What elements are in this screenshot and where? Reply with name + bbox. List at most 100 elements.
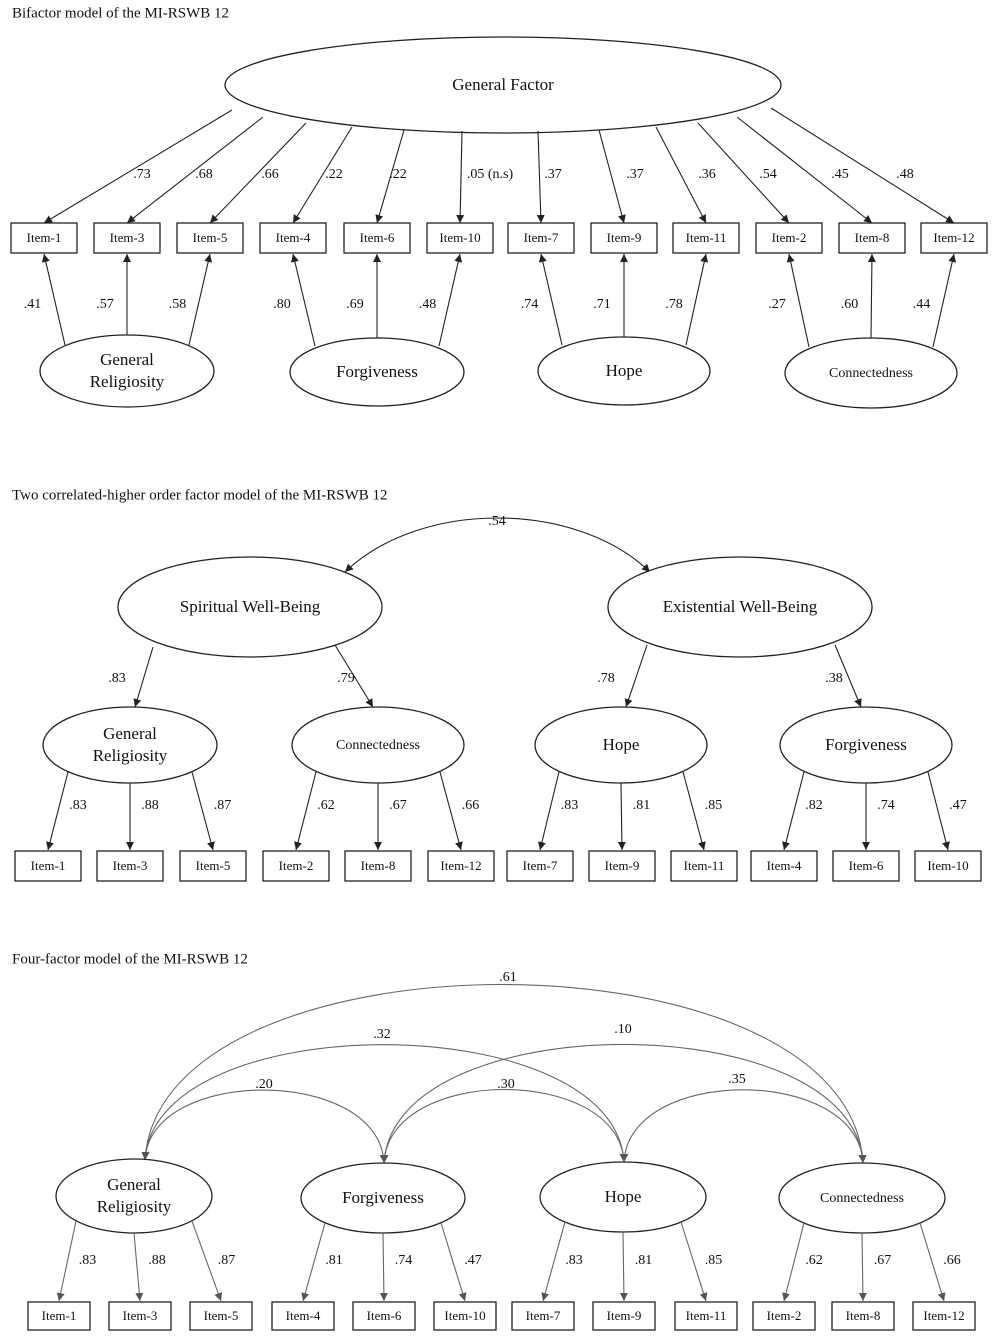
higher-loading-value: .38	[825, 671, 843, 686]
specific-loading-value: .27	[768, 297, 786, 312]
four-factor-item-box-label: Item-8	[846, 1308, 881, 1323]
first-order-loading-value: .67	[389, 798, 407, 813]
higher-order-item-box-label: Item-1	[31, 858, 66, 873]
specific-loading-arrow	[786, 253, 810, 348]
general-loading-value: .22	[325, 167, 343, 182]
factor-correlation-arc	[620, 1089, 867, 1164]
general-loading-value: .22	[389, 167, 407, 182]
general-loading-arrow	[43, 109, 233, 224]
factor-correlation-value: .10	[614, 1022, 632, 1037]
four-factor-item-box-label: Item-7	[526, 1308, 561, 1323]
four-factor-loading-arrow	[56, 1220, 77, 1302]
bifactor-item-box	[176, 222, 244, 254]
specific-loading-arrow	[867, 253, 876, 339]
first-order-loading-value: .82	[805, 798, 823, 813]
four-factor-loading-value: .83	[79, 1253, 97, 1268]
four-factor-item-box	[831, 1301, 895, 1331]
four-factor-item-box	[511, 1301, 575, 1331]
first-order-loading-arrow	[439, 771, 463, 851]
four-factor-item-box-label: Item-10	[444, 1308, 485, 1323]
higher-order-item-box-label: Item-7	[523, 858, 558, 873]
higher-correlation-arc	[344, 517, 651, 573]
four-factor-item-box	[752, 1301, 816, 1331]
higher-loading-arrow	[834, 644, 862, 708]
four-factor-ellipse-label: Religiosity	[97, 1197, 172, 1216]
specific-loading-arrow	[290, 253, 316, 347]
higher-order-item-box	[750, 850, 818, 882]
specific-loading-value: .78	[665, 297, 683, 312]
four-factor-loading-arrow	[541, 1221, 566, 1302]
four-factor-loading-arrow	[782, 1222, 805, 1302]
higher-order-item-box	[96, 850, 164, 882]
factor-correlation-value: .30	[497, 1077, 515, 1092]
specific-loading-value: .57	[96, 297, 114, 312]
higher-order-item-box	[427, 850, 495, 882]
higher-loading-arrow	[133, 646, 154, 708]
specific-loading-value: .80	[273, 297, 291, 312]
bifactor-title: Bifactor model of the MI-RSWB 12	[12, 5, 229, 21]
factor-correlation-arc	[380, 1043, 867, 1164]
general-loading-arrow	[697, 122, 790, 224]
bifactor-item-box-label: Item-8	[855, 230, 890, 245]
factor-correlation-value: .35	[728, 1072, 746, 1087]
first-order-loading-value: .83	[69, 798, 87, 813]
higher-order-item-box-label: Item-9	[605, 858, 640, 873]
general-loading-arrow	[736, 116, 873, 224]
general-loading-value: .54	[759, 167, 777, 182]
four-factor-loading-value: .83	[565, 1253, 583, 1268]
four-factor-loading-value: .81	[325, 1253, 343, 1268]
bifactor-item-box-label: Item-2	[772, 230, 807, 245]
bifactor-item-box-label: Item-3	[110, 230, 145, 245]
first-order-loading-arrow	[782, 771, 805, 851]
four-factor-title: Four-factor model of the MI-RSWB 12	[12, 951, 248, 967]
four-factor-loading-arrow	[301, 1222, 326, 1302]
four-factor-ellipse-label: Connectedness	[820, 1191, 904, 1206]
bifactor-item-box	[920, 222, 988, 254]
bifactor-item-box-label: Item-10	[439, 230, 480, 245]
four-factor-item-box-label: Item-9	[607, 1308, 642, 1323]
higher-loading-arrow	[624, 644, 648, 708]
higher-order-item-box-label: Item-12	[440, 858, 481, 873]
first-order-loading-arrow	[538, 771, 560, 851]
higher-correlation-value: .54	[488, 514, 506, 529]
four-factor-loading-arrow	[379, 1232, 388, 1302]
first-order-loading-value: .83	[561, 798, 579, 813]
first-order-loading-arrow	[927, 771, 950, 851]
first-order-loading-arrow	[294, 771, 317, 851]
bifactor-item-box	[426, 222, 494, 254]
four-factor-item-box	[352, 1301, 416, 1331]
general-loading-value: .45	[831, 167, 849, 182]
specific-loading-value: .60	[841, 297, 859, 312]
general-loading-value: .37	[626, 167, 644, 182]
four-factor-item-box-label: Item-1	[42, 1308, 77, 1323]
first-order-factor-ellipse-label: General	[103, 724, 157, 743]
first-order-loading-value: .74	[877, 798, 895, 813]
higher-loading-value: .78	[597, 671, 615, 686]
bifactor-item-box	[259, 222, 327, 254]
bifactor-item-box-label: Item-9	[607, 230, 642, 245]
four-factor-loading-arrow	[133, 1232, 144, 1302]
bifactor-item-box	[672, 222, 740, 254]
higher-order-item-box-label: Item-5	[196, 858, 231, 873]
four-factor-ellipse-label: Hope	[605, 1187, 642, 1206]
bifactor-item-box-label: Item-6	[360, 230, 395, 245]
bifactor-item-box-label: Item-11	[686, 230, 727, 245]
higher-order-item-box	[670, 850, 738, 882]
higher-factor-ellipse	[117, 556, 383, 658]
higher-order-title: Two correlated-higher order factor model…	[12, 487, 388, 503]
four-factor-loading-arrow	[191, 1220, 223, 1302]
four-factor-item-box	[912, 1301, 976, 1331]
general-loading-value: .73	[133, 167, 151, 182]
four-factor-loading-arrow	[619, 1231, 628, 1302]
specific-factor-ellipse-label: Hope	[606, 361, 643, 380]
four-factor-loading-value: .67	[874, 1253, 892, 1268]
bifactor-item-box-label: Item-1	[27, 230, 62, 245]
four-factor-item-box-label: Item-11	[686, 1308, 727, 1323]
specific-loading-value: .41	[24, 297, 42, 312]
four-factor-loading-value: .47	[464, 1253, 482, 1268]
four-factor-item-box-label: Item-5	[204, 1308, 239, 1323]
higher-order-item-box	[832, 850, 900, 882]
four-factor-item-box-label: Item-4	[286, 1308, 321, 1323]
higher-order-item-box-label: Item-4	[767, 858, 802, 873]
